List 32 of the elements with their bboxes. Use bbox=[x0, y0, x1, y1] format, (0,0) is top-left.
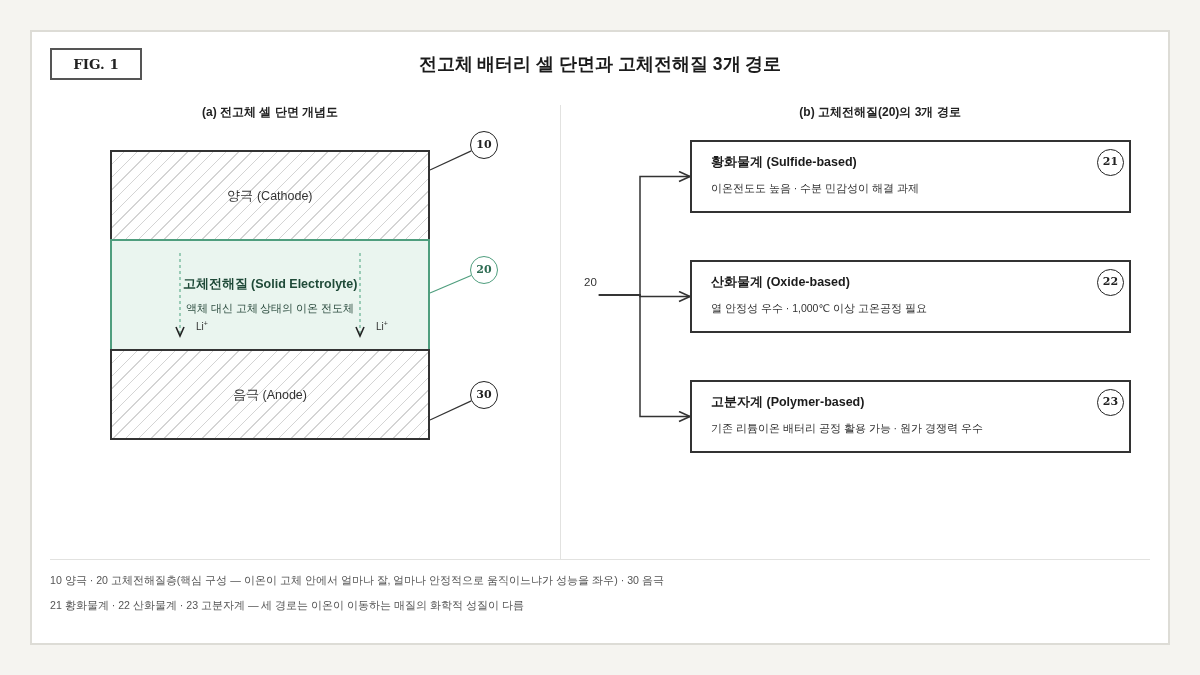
figure-tag: FIG. 1 bbox=[50, 48, 142, 80]
panel-heading: (a) 전고체 셀 단면 개념도 bbox=[202, 104, 338, 121]
leader-line bbox=[429, 400, 472, 421]
footnote: 10 양극 · 20 고체전해질층(핵심 구성 — 이온이 고체 안에서 얼마나 잘, 얼마나 안정적으로 움직이느냐가 성능을 좌우) · 30 음극 bbox=[50, 573, 664, 588]
path-description: 기존 리튬이온 배터리 공정 활용 가능 · 원가 경쟁력 우수 bbox=[711, 421, 983, 436]
callout-number: 21 bbox=[1097, 149, 1124, 176]
diagram-title: 전고체 배터리 셀 단면과 고체전해질 3개 경로 bbox=[418, 53, 782, 76]
path-title: 산화물계 (Oxide-based) bbox=[711, 274, 850, 291]
path-box bbox=[690, 380, 1131, 453]
callout-number: 23 bbox=[1097, 389, 1124, 416]
path-title: 고분자계 (Polymer-based) bbox=[711, 394, 865, 411]
layer-title: 고체전해질 (Solid Electrolyte) bbox=[182, 276, 358, 293]
layer-description: 액체 대신 고체 상태의 이온 전도체 bbox=[185, 301, 355, 316]
leader-line bbox=[429, 150, 472, 171]
path-box bbox=[690, 260, 1131, 333]
reference-number: 20 bbox=[584, 274, 597, 290]
path-description: 열 안정성 우수 · 1,000℃ 이상 고온공정 필요 bbox=[711, 301, 927, 316]
panel-heading: (b) 고체전해질(20)의 3개 경로 bbox=[799, 104, 961, 121]
ion-label: Li$^{+}$ bbox=[196, 319, 208, 335]
path-title: 황화물계 (Sulfide-based) bbox=[711, 154, 857, 171]
footnote: 21 황화물계 · 22 산화물계 · 23 고분자계 — 세 경로는 이온이 이동하는 매질의 화학적 성질이 다름 bbox=[50, 598, 525, 613]
electrolyte-layer bbox=[110, 239, 430, 351]
anode-layer bbox=[110, 349, 430, 440]
leader-line bbox=[429, 274, 472, 294]
cathode-layer bbox=[110, 150, 430, 241]
ion-label: Li$^{+}$ bbox=[376, 319, 388, 335]
layer-label: 양극 (Cathode) bbox=[227, 188, 313, 205]
layer-label: 음극 (Anode) bbox=[233, 387, 307, 404]
callout-number: 22 bbox=[1097, 269, 1124, 296]
flow-arrow bbox=[598, 294, 691, 423]
path-description: 이온전도도 높음 · 수분 민감성이 해결 과제 bbox=[711, 181, 919, 196]
path-box bbox=[690, 140, 1131, 213]
